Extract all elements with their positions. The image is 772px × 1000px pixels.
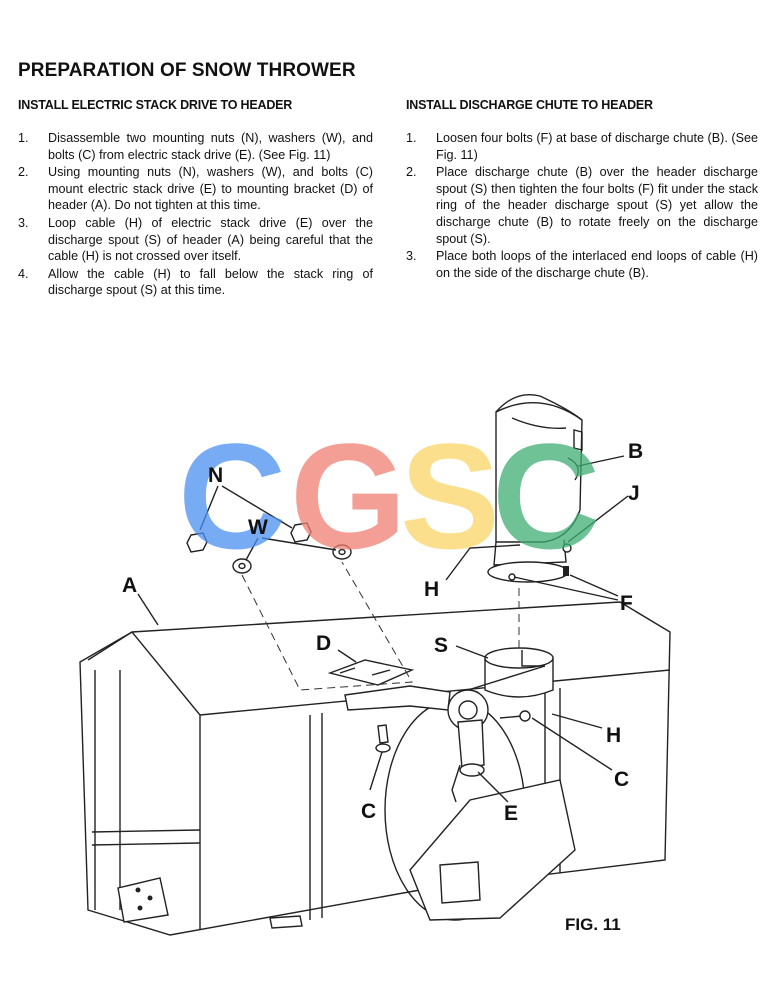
label-b: B [628, 440, 643, 463]
step-item: 4. Allow the cable (H) to fall below the … [18, 266, 373, 299]
step-text: Place both loops of the interlaced end l… [436, 249, 758, 280]
label-j: J [628, 482, 640, 505]
watermark-letter-1: C [178, 412, 286, 580]
page-title: PREPARATION OF SNOW THROWER [18, 60, 356, 81]
bolt-left [377, 724, 389, 744]
step-item: 1. Loosen four bolts (F) at base of disch… [406, 130, 758, 163]
step-number: 4. [18, 266, 29, 281]
electric-stack-drive [447, 665, 546, 803]
label-h-top: H [424, 578, 439, 601]
figure-caption: FIG. 11 [565, 915, 621, 934]
header-housing [79, 601, 671, 936]
label-c-right: C [614, 768, 629, 791]
watermark-letter-2: G [290, 412, 407, 580]
figure-drawing: C G S C N W A B J H F D S H C C E FIG. 1… [79, 394, 671, 936]
step-number: 1. [18, 131, 29, 145]
step-text: Disassemble two mounting nuts (N), washe… [48, 131, 373, 162]
left-section-heading: INSTALL ELECTRIC STACK DRIVE TO HEADER [18, 98, 293, 112]
step-number: 2. [406, 165, 417, 180]
step-number: 3. [406, 249, 417, 264]
label-e: E [504, 802, 518, 825]
step-text: Using mounting nuts (N), washers (W), an… [48, 165, 373, 213]
discharge-spout [484, 647, 554, 698]
label-s: S [434, 634, 448, 657]
step-text: Place discharge chute (B) over the heade… [436, 165, 758, 246]
label-d: D [316, 632, 331, 655]
step-number: 2. [18, 165, 29, 180]
watermark-letter-4: C [492, 412, 600, 580]
washer-right [332, 544, 352, 560]
bolt-left-head [375, 743, 391, 753]
step-text: Allow the cable (H) to fall below the st… [48, 266, 373, 298]
step-text: Loosen four bolts (F) at base of dischar… [436, 131, 758, 162]
watermark-letter-3: S [400, 412, 500, 580]
right-section-heading: INSTALL DISCHARGE CHUTE TO HEADER [406, 98, 653, 112]
step-number: 1. [406, 131, 417, 145]
label-c-left: C [361, 800, 376, 823]
watermark: C G S C [178, 412, 600, 580]
step-number: 3. [18, 215, 29, 230]
assembly-dashed-outline [241, 561, 413, 691]
left-section: INSTALL ELECTRIC STACK DRIVE TO HEADER 1… [18, 98, 373, 300]
left-steps-list: 1. Disassemble two mounting nuts (N), was… [18, 130, 373, 299]
label-n: N [208, 464, 223, 487]
right-section: INSTALL DISCHARGE CHUTE TO HEADER 1. Loos… [406, 98, 758, 282]
nut-right [290, 522, 312, 543]
step-item: 2. Using mounting nuts (N), washers (W), … [18, 164, 373, 214]
step-item: 2. Place discharge chute (B) over the hea… [406, 164, 758, 247]
nut-left [186, 532, 208, 553]
label-a: A [122, 574, 137, 597]
transition-port [439, 861, 481, 904]
label-w: W [248, 516, 268, 539]
label-h-mid: H [606, 724, 621, 747]
label-f: F [620, 592, 633, 615]
washer-left [232, 558, 252, 574]
right-steps-list: 1. Loosen four bolts (F) at base of disch… [406, 130, 758, 281]
step-item: 3. Loop cable (H) of electric stack drive… [18, 215, 373, 265]
leader-lines [137, 455, 629, 803]
step-item: 3. Place both loops of the interlaced end… [406, 248, 758, 281]
figure-11: C G S C N W A B J H F D S H C C E FIG. 1… [0, 370, 772, 1000]
step-item: 1. Disassemble two mounting nuts (N), was… [18, 130, 373, 163]
step-text: Loop cable (H) of electric stack drive (… [48, 215, 373, 264]
